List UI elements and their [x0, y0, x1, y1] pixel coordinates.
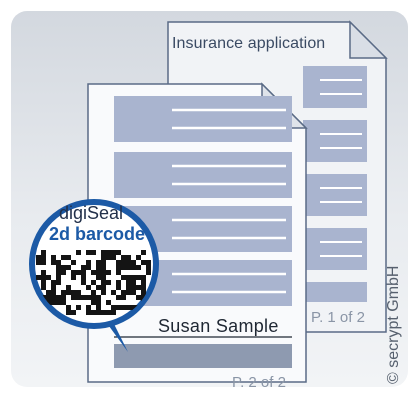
document-title: Insurance application: [172, 35, 326, 52]
back-form-block: [303, 120, 367, 162]
digiseal-magnifier: [29, 199, 159, 352]
back-form-block: [303, 174, 367, 216]
back-page-label: P. 1 of 2: [311, 309, 365, 326]
back-form-block: [303, 228, 367, 270]
front-page-label: P. 2 of 2: [232, 374, 286, 391]
back-form-block: [303, 282, 367, 302]
signer-name: Susan Sample: [158, 316, 279, 336]
barcode-icon: [36, 250, 151, 315]
seal-title: digiSeal: [59, 203, 124, 223]
seal-subtitle: 2d barcode: [49, 224, 146, 244]
back-form-block: [303, 66, 367, 108]
front-document: [87, 82, 308, 383]
copyright-notice: © secrypt GmbH: [385, 265, 402, 384]
front-form-block: [114, 152, 292, 198]
signature-bar: [114, 344, 292, 368]
magnifier-pointer: [106, 320, 128, 352]
front-form-block: [114, 96, 292, 142]
